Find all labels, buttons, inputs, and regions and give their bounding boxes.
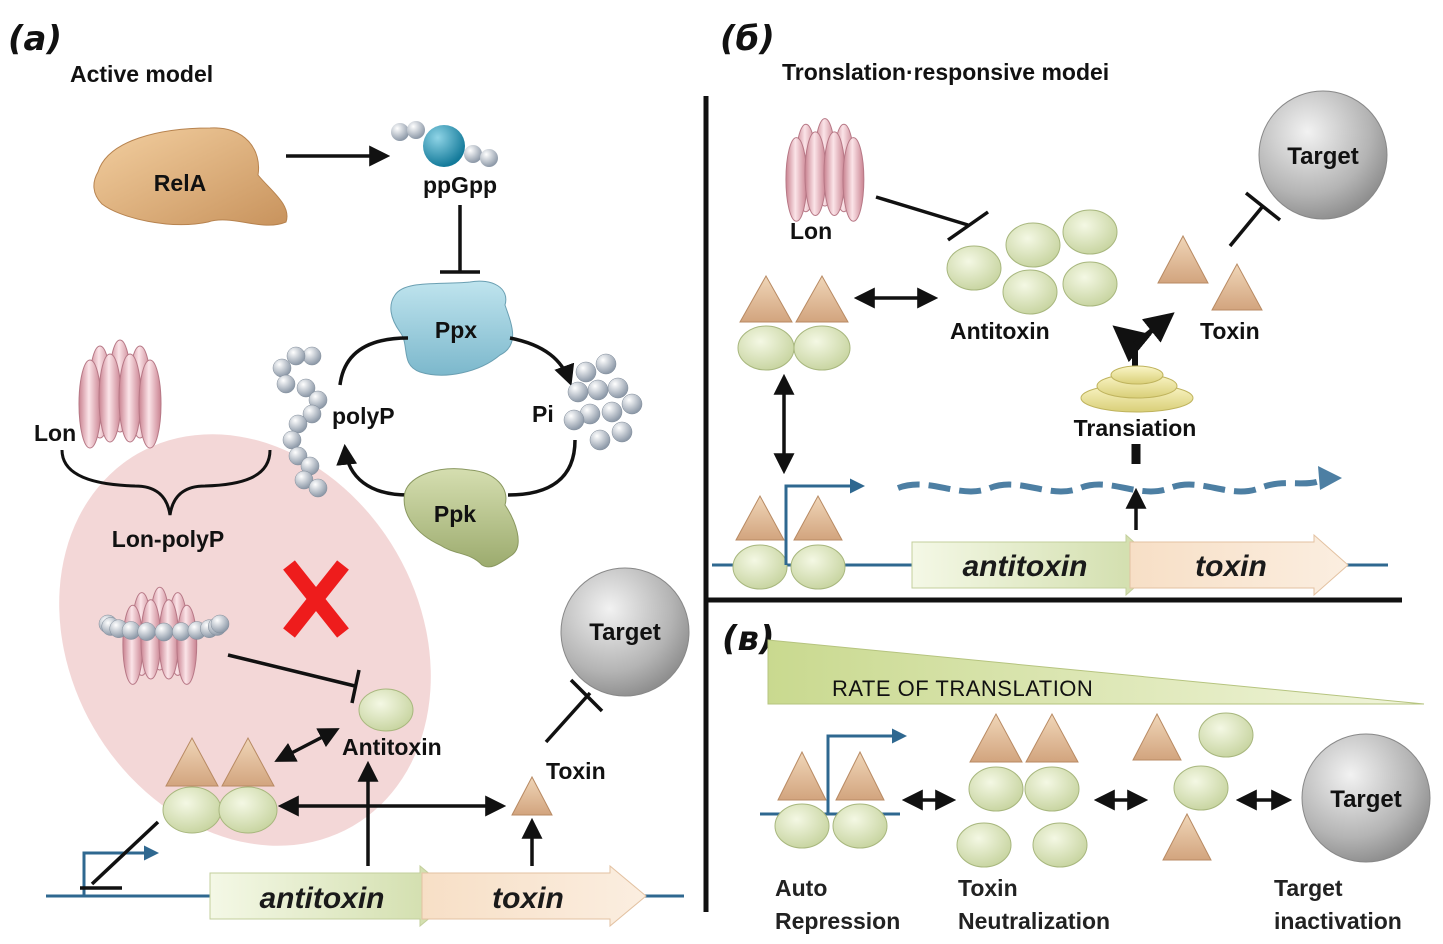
ppgpp-molecule	[391, 121, 498, 167]
lon-polyp-brace	[60, 449, 272, 516]
panel-b: (б) Tronslation·responsive modei Lon Ant…	[712, 19, 1388, 597]
mrna-wave	[896, 477, 1324, 495]
antitoxin-gene-label-a: antitoxin	[260, 882, 385, 915]
panel-c-tag: (в)	[722, 619, 775, 659]
ta-complex-a	[162, 736, 278, 834]
toxin-gene-label-b: toxin	[1195, 550, 1267, 583]
lon-inhibits-antitoxin-line	[227, 653, 356, 688]
antitoxin-label-b: Antitoxin	[950, 318, 1050, 344]
toxin-inhibits-target-b	[1228, 204, 1265, 248]
target-label-c: Target	[1330, 786, 1402, 813]
rate-of-translation-wedge	[767, 639, 1425, 705]
blocked-x-mark	[283, 560, 349, 638]
panel-a-tag: (a)	[8, 19, 62, 59]
lon-polyp-complex	[98, 586, 230, 685]
free-toxin-antitoxin-c	[1132, 712, 1254, 861]
toxin-inhibit-bar-a	[569, 678, 604, 713]
panel-a-title: Active model	[70, 61, 213, 87]
lon-inhibits-antitoxin-b	[875, 195, 969, 227]
lon-label-a: Lon	[34, 420, 76, 446]
toxin-inhibit-bar-b	[1244, 191, 1282, 222]
target-label-b: Target	[1287, 143, 1359, 170]
lon-inhibit-bar-b	[946, 210, 990, 242]
promoter-arrow-c	[826, 728, 907, 814]
rate-of-translation-label: RATE OF TRANSLATION	[832, 676, 1093, 701]
caption-neutralization: Neutralization	[958, 908, 1110, 934]
mrna-arrowhead	[1318, 466, 1342, 490]
toxin-gene-b	[1129, 533, 1349, 597]
caption-inactivation: inactivation	[1274, 908, 1402, 934]
ppk-protein	[403, 468, 519, 568]
toxin-a	[511, 775, 553, 816]
ppk-to-polyp-arrow	[336, 443, 409, 497]
toxin-inhibits-target-a	[544, 691, 592, 744]
ppx-label: Ppx	[435, 317, 477, 343]
pi-beads	[563, 353, 643, 451]
polyp-chain	[272, 346, 328, 498]
translation-toxin-branch	[1133, 312, 1175, 346]
ribosome	[1080, 365, 1194, 413]
toxin-gene-a	[421, 864, 647, 928]
panel-b-title: Tronslation·responsive modei	[782, 59, 1109, 85]
caption-auto: Auto	[775, 875, 827, 901]
ppx-protein	[390, 280, 514, 376]
promoter-arrow-a	[82, 845, 159, 896]
toxin-b-1	[1157, 234, 1209, 284]
toxin-gene-label-a: toxin	[492, 882, 564, 915]
ppgpp-label: ppGpp	[423, 172, 497, 198]
rela-label: RelA	[154, 170, 206, 196]
target-b	[1258, 90, 1388, 220]
panel-c: (в) RATE OF TRANSLATION	[722, 619, 1431, 934]
caption-repression: Repression	[775, 908, 900, 934]
rela-protein	[93, 127, 288, 226]
target-c	[1301, 733, 1431, 863]
panel-a: (a) Active model RelA ppGpp Ppx Ppk poly…	[8, 19, 690, 928]
lon-inhibit-bar	[350, 669, 361, 704]
ta-complex-b	[737, 274, 851, 371]
toxin-label-a: Toxin	[546, 758, 606, 784]
lon-protease-b	[785, 118, 865, 222]
promoter-arrow-b	[784, 478, 865, 565]
polyp-to-pi-arc	[338, 336, 409, 386]
caption-toxin: Toxin	[958, 875, 1018, 901]
pi-label: Pi	[532, 401, 554, 427]
lon-protease-a	[78, 339, 162, 449]
translation-split-arrow	[1112, 325, 1152, 368]
polyp-label: polyP	[332, 403, 395, 429]
toxin-b-2	[1211, 262, 1263, 311]
lon-label-b: Lon	[790, 218, 832, 244]
ppx-to-pi-arrow	[509, 336, 575, 386]
ta-complex-on-promoter-b	[732, 494, 846, 590]
ta-complex-neutralization	[956, 712, 1088, 868]
antitoxin-gene-label-b: antitoxin	[963, 550, 1088, 583]
panel-b-tag: (б)	[720, 19, 775, 59]
translation-label: Transiation	[1074, 415, 1197, 441]
pi-to-ppk-arc	[507, 439, 577, 497]
lon-polyp-label: Lon-polyP	[112, 526, 224, 552]
caption-target: Target	[1274, 875, 1343, 901]
free-antitoxin	[358, 688, 414, 732]
antitoxin-label-a: Antitoxin	[342, 734, 442, 760]
ta-complex-autorepression	[774, 750, 888, 849]
complex-antitoxin-exchange	[274, 728, 340, 762]
target-a	[560, 567, 690, 697]
ppk-label: Ppk	[434, 501, 476, 527]
target-label-a: Target	[589, 619, 661, 646]
toxin-label-b: Toxin	[1200, 318, 1260, 344]
free-antitoxin-cluster	[946, 209, 1118, 315]
autorepression-line-a	[90, 820, 160, 886]
